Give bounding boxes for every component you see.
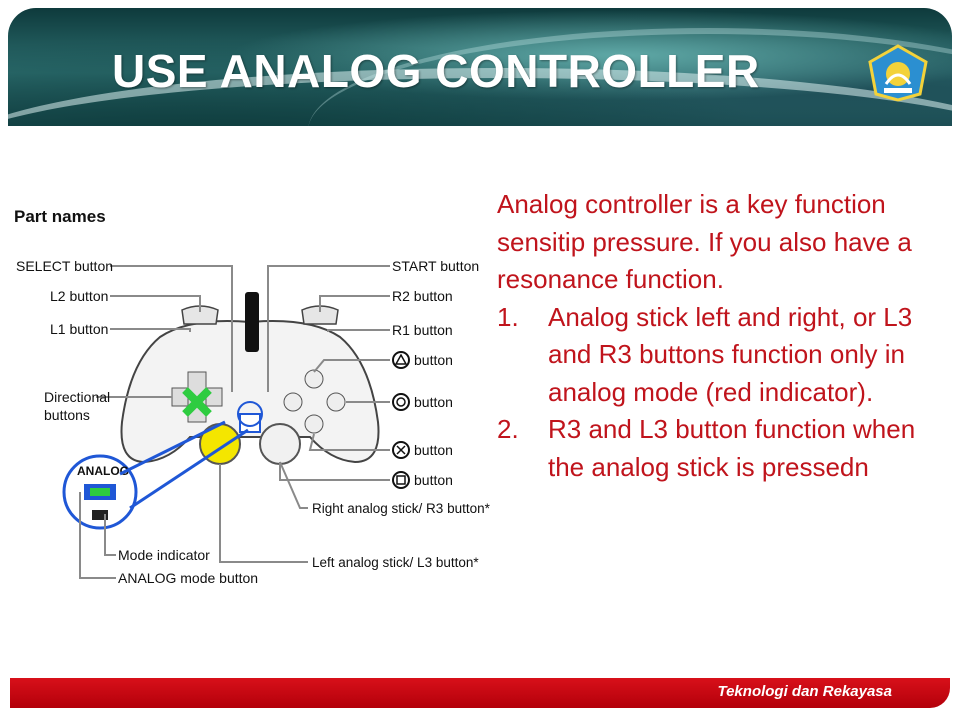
controller-diagram: Part names ANALOG <box>14 207 491 586</box>
tut-wuri-handayani-logo <box>868 44 928 102</box>
part-names-heading: Part names <box>14 207 106 226</box>
header-banner <box>8 8 952 126</box>
label-square-button: button <box>414 472 453 488</box>
list-item-number: 2. <box>497 414 519 444</box>
triangle-icon <box>392 351 410 369</box>
right-analog-stick <box>259 423 301 465</box>
label-directional-1: Directional <box>44 389 110 405</box>
list-item: 1. Analog stick left and right, or L3 an… <box>497 299 937 412</box>
label-r2-button: R2 button <box>392 288 453 304</box>
triangle-button-shape <box>304 369 324 389</box>
slide-body: Analog controller is a key function sens… <box>497 186 937 486</box>
controller-body <box>120 292 380 465</box>
circle-button-shape <box>326 392 346 412</box>
label-cross-button: button <box>414 442 453 458</box>
intro-paragraph: Analog controller is a key function sens… <box>497 189 912 294</box>
label-r1-button: R1 button <box>392 322 453 338</box>
cross-button-shape <box>304 414 324 434</box>
footer-bar: Teknologi dan Rekayasa <box>10 678 950 708</box>
label-directional-2: buttons <box>44 407 90 423</box>
list-item: 2. R3 and L3 button function when the an… <box>497 411 937 486</box>
list-item-text: R3 and L3 button function when the analo… <box>548 414 916 482</box>
analog-badge: ANALOG <box>77 464 129 478</box>
square-icon <box>392 471 410 489</box>
leader-lines <box>79 265 390 579</box>
label-triangle-button: button <box>414 352 453 368</box>
label-circle-button: button <box>414 394 453 410</box>
label-start-button: START button <box>392 258 479 274</box>
circle-icon <box>392 393 410 411</box>
header-swoosh-2 <box>308 28 952 126</box>
square-button-shape <box>283 392 303 412</box>
label-right-analog-stick: Right analog stick/ R3 button* <box>312 501 491 516</box>
list-item-text: Analog stick left and right, or L3 and R… <box>548 301 913 407</box>
dpad <box>171 371 223 423</box>
cross-icon <box>392 441 410 459</box>
label-analog-mode-button: ANALOG mode button <box>118 570 258 586</box>
analog-inset: ANALOG <box>62 420 249 530</box>
label-mode-indicator: Mode indicator <box>118 547 210 563</box>
footer-label: Teknologi dan Rekayasa <box>717 683 892 700</box>
numbered-list: 1. Analog stick left and right, or L3 an… <box>497 299 937 487</box>
label-l2-button: L2 button <box>50 288 108 304</box>
list-item-number: 1. <box>497 301 519 332</box>
slide-title: USE ANALOG CONTROLLER <box>112 45 760 97</box>
label-left-analog-stick: Left analog stick/ L3 button* <box>312 555 479 570</box>
label-l1-button: L1 button <box>50 321 108 337</box>
label-select-button: SELECT button <box>16 258 113 274</box>
